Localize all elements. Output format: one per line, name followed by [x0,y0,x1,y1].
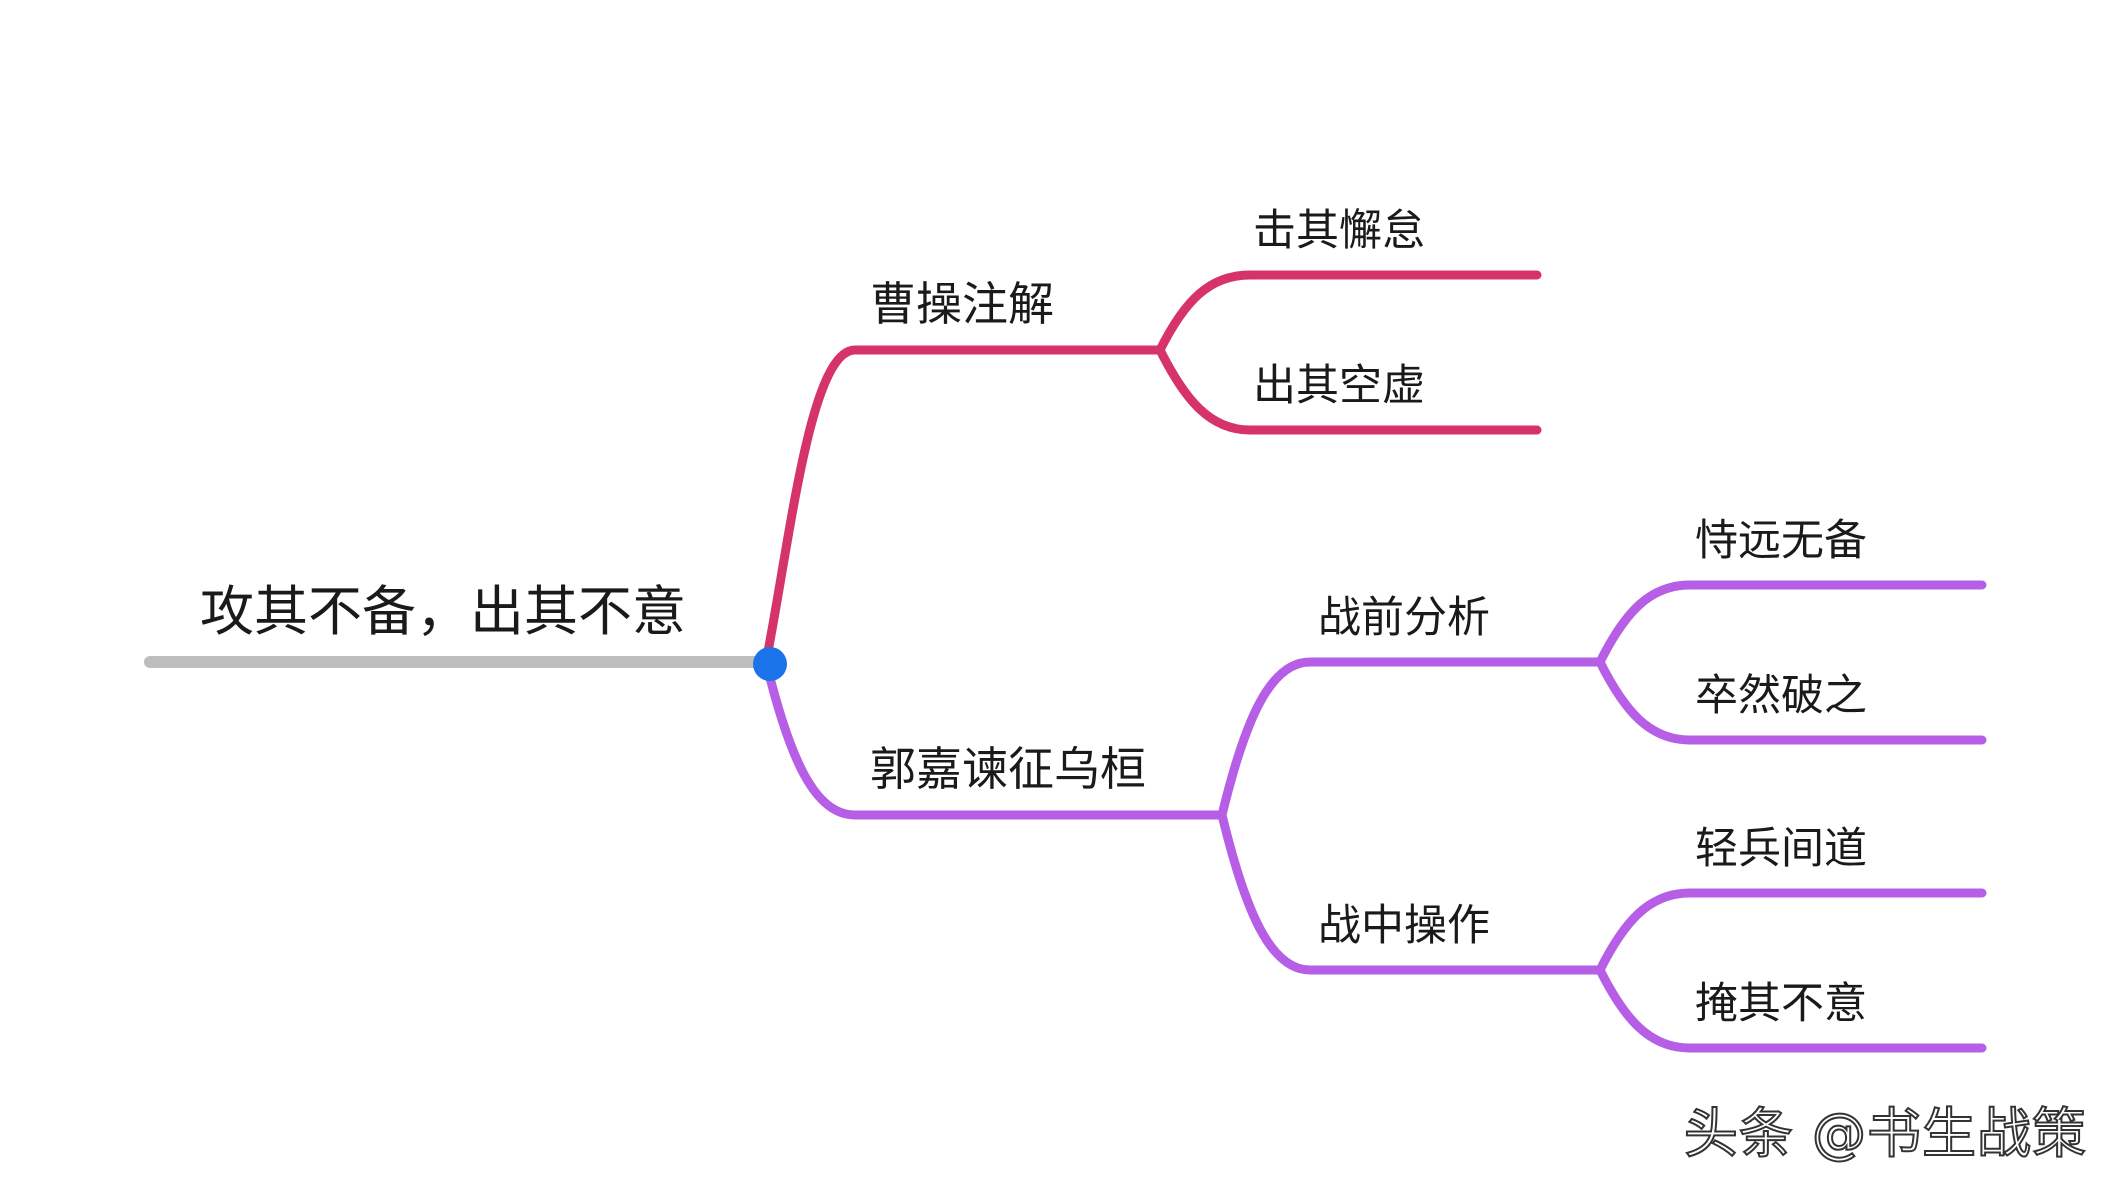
branch-cao-connector [761,345,1165,667]
topic-cao-child-1[interactable]: 击其懈怠 [1253,206,1425,256]
root-connector-dot[interactable] [753,647,787,681]
branch-guo-pre-child-2-connector [1595,657,1987,745]
branch-cao-child-1-connector [1155,270,1542,355]
branch-cao [761,270,1542,667]
topic-guo-pre-child-1[interactable]: 恃远无备 [1695,516,1867,566]
topic-guo-pre-child-2[interactable]: 卒然破之 [1695,671,1867,721]
watermark: 头条 @书生战策 [1683,1101,2087,1166]
topic-guo-label[interactable]: 郭嘉谏征乌桓 [870,742,1146,796]
branch-guo-pre-child-1-connector [1595,580,1987,667]
topic-guo-mid-label[interactable]: 战中操作 [1318,901,1490,951]
branch-cao-child-2-connector [1155,345,1542,435]
branch-guo-mid-connector [1217,810,1605,975]
branch-guo-pre-connector [1217,657,1605,820]
branch-guo-mid-child-1-connector [1595,888,1987,975]
root-topic[interactable]: 攻其不备，出其不意 [200,580,686,643]
topic-guo-pre-label[interactable]: 战前分析 [1318,593,1490,643]
topic-cao-child-2[interactable]: 出其空虚 [1253,361,1425,411]
topic-guo-mid-child-2[interactable]: 掩其不意 [1695,979,1867,1029]
topic-cao-label[interactable]: 曹操注解 [870,277,1054,331]
branch-guo-connector [761,657,1227,820]
branch-guo-mid-child-2-connector [1595,965,1987,1053]
branch-guo [761,580,1987,1053]
topic-guo-mid-child-1[interactable]: 轻兵间道 [1695,824,1867,874]
